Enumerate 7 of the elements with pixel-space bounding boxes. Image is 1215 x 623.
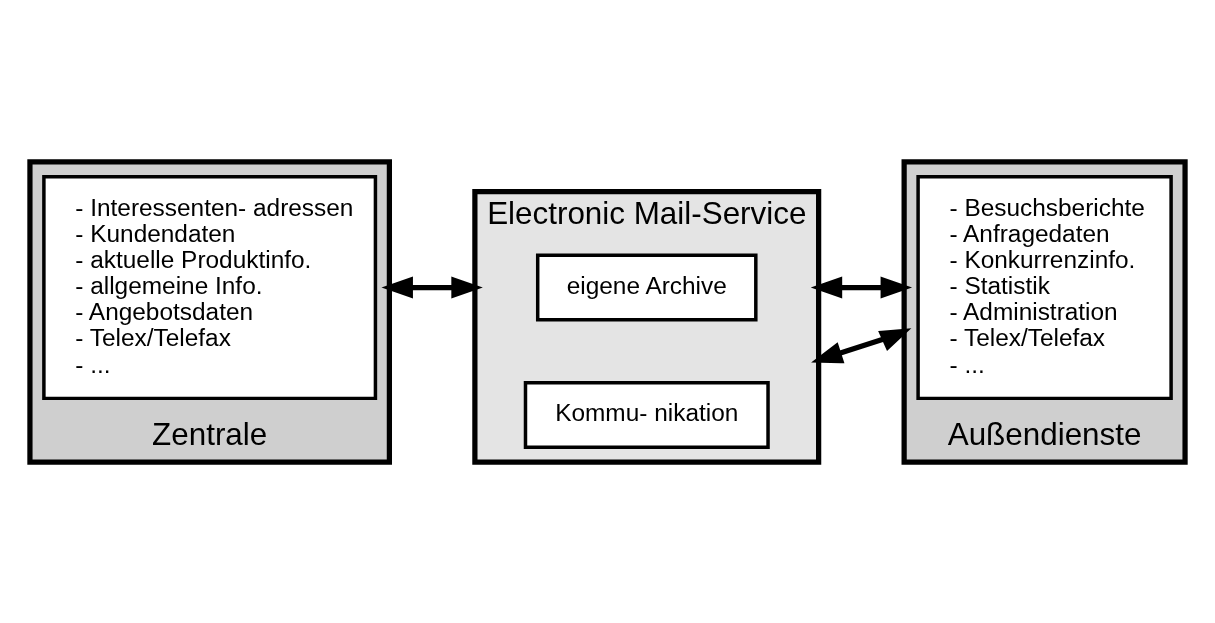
arrow <box>811 327 912 363</box>
node-box: - Besuchsberichte - Anfragedaten - Konkurrenzinfo. - Statistik - Administration - Telex/Telefax - ... <box>916 174 1173 400</box>
arrow <box>381 276 483 299</box>
arrow <box>810 276 913 299</box>
node-box: Kommu- nikation <box>523 380 770 449</box>
node-box: - Interessenten- adressen - Kundendaten - aktuelle Produktinfo. - allgemeine Info. - Angebotsdaten - Telex/Telefax - ... <box>42 174 378 400</box>
node-box: eigene Archive <box>535 253 758 322</box>
